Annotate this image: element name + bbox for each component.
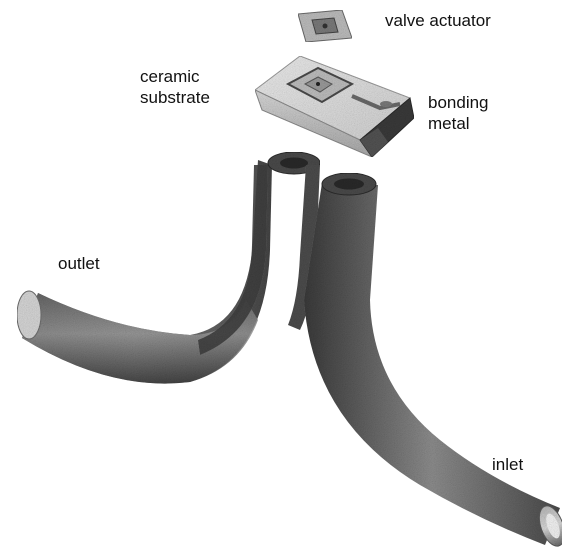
outlet-label: outlet [58, 253, 100, 274]
valve-actuator [298, 10, 352, 42]
bonding-metal-label: bonding metal [428, 92, 489, 134]
inlet-tube-body [304, 183, 560, 545]
outlet-tube-left-wall [198, 165, 268, 355]
bonding-metal-contact [380, 101, 392, 107]
inlet-tube-top-bore [334, 179, 364, 190]
inlet-label: inlet [492, 454, 523, 475]
ceramic-substrate-label: ceramic substrate [140, 66, 210, 108]
valve-actuator-label: valve actuator [385, 10, 491, 31]
valve-actuator-center [323, 24, 328, 29]
ceramic-substrate [255, 56, 414, 157]
outlet-tube-top-bore [280, 158, 308, 169]
inlet-tube [304, 173, 562, 549]
bonding-metal-center-port [316, 82, 320, 86]
outlet-tube-end-opening [17, 291, 41, 339]
